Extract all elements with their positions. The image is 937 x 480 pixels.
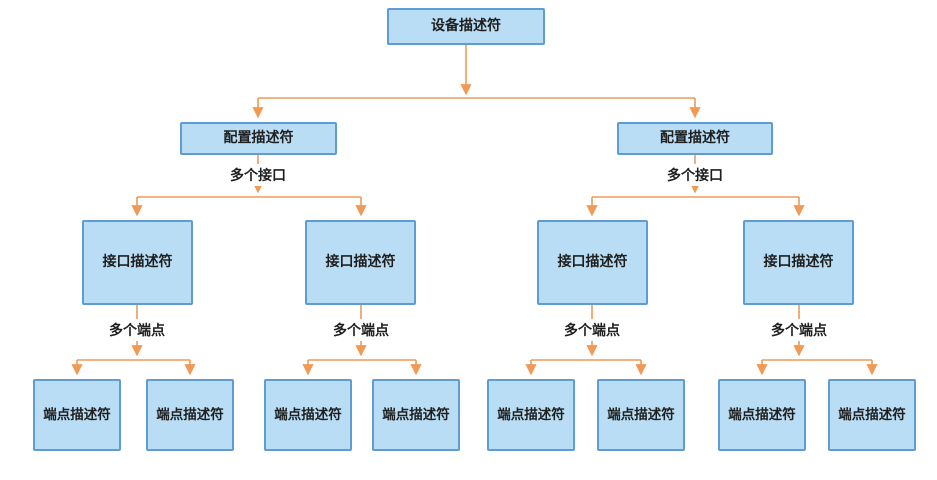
edge-label-multiple-endpoints: 多个端点 (766, 319, 832, 341)
node-endpoint-descriptor: 端点描述符 (597, 379, 685, 451)
node-endpoint-descriptor: 端点描述符 (33, 379, 121, 451)
node-config-descriptor: 配置描述符 (617, 122, 773, 155)
edge-label-multiple-interfaces: 多个接口 (225, 164, 291, 186)
node-endpoint-descriptor: 端点描述符 (487, 379, 575, 451)
node-endpoint-descriptor: 端点描述符 (372, 379, 460, 451)
edge-device-to-configs (252, 45, 701, 119)
edge-label-multiple-interfaces: 多个接口 (662, 164, 728, 186)
node-config-descriptor: 配置描述符 (180, 122, 337, 155)
node-endpoint-descriptor: 端点描述符 (264, 379, 352, 451)
edge-label-multiple-endpoints: 多个端点 (328, 319, 394, 341)
node-interface-descriptor: 接口描述符 (82, 220, 193, 305)
node-interface-descriptor: 接口描述符 (305, 220, 416, 305)
node-interface-descriptor: 接口描述符 (743, 220, 854, 305)
node-device-descriptor: 设备描述符 (387, 8, 545, 45)
node-interface-descriptor: 接口描述符 (537, 220, 648, 305)
node-endpoint-descriptor: 端点描述符 (718, 379, 806, 451)
edge-label-multiple-endpoints: 多个端点 (559, 319, 625, 341)
node-endpoint-descriptor: 端点描述符 (146, 379, 234, 451)
node-endpoint-descriptor: 端点描述符 (828, 379, 916, 451)
edge-label-multiple-endpoints: 多个端点 (104, 319, 170, 341)
